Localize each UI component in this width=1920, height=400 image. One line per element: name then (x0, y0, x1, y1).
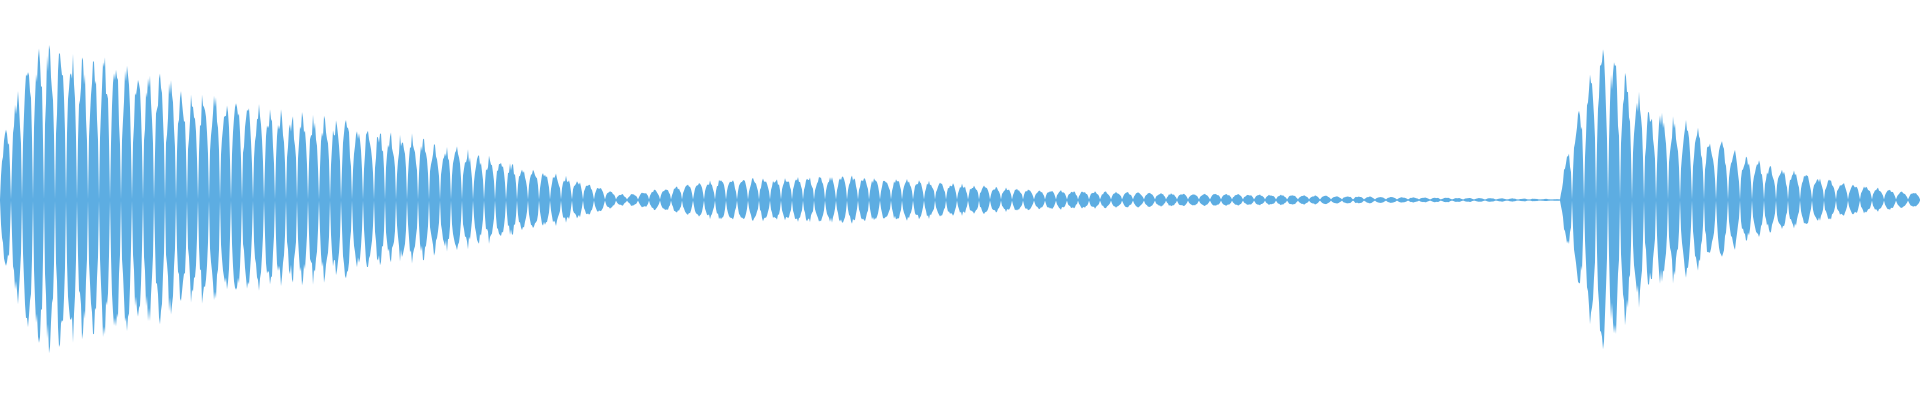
waveform-clip-2 (1560, 49, 1920, 350)
waveform-clip-1 (0, 45, 1565, 354)
